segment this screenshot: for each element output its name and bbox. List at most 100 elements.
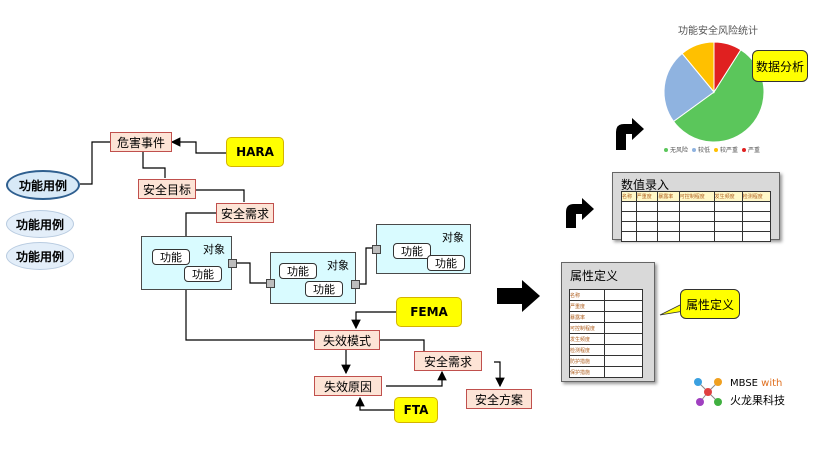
brand-logo-icon <box>694 378 722 406</box>
table-cell[interactable] <box>741 231 772 242</box>
data-analysis-callout: 数据分析 <box>752 50 808 82</box>
table-cell[interactable] <box>741 201 772 212</box>
table-cell[interactable] <box>657 201 680 212</box>
column-header: 发生频度 <box>713 191 743 202</box>
column-header: 名称 <box>621 191 637 202</box>
table-header-row: 名称严重度暴露率可控制程度发生频度检测程度 <box>621 191 772 202</box>
pie-slice-3 <box>713 41 742 94</box>
function-block[interactable]: 功能 <box>184 266 222 282</box>
table-cell[interactable] <box>657 221 680 232</box>
attribute-value-cell[interactable] <box>604 355 643 367</box>
function-block[interactable]: 功能 <box>279 263 317 279</box>
function-block[interactable]: 功能 <box>305 281 343 297</box>
object-block-1[interactable]: 对象 功能 功能 <box>141 236 237 290</box>
panel-title: 属性定义 <box>570 269 619 283</box>
table-cell[interactable] <box>635 201 659 212</box>
attribute-value-cell[interactable] <box>604 344 643 356</box>
attribute-value-cell[interactable] <box>604 300 643 312</box>
hara-tag[interactable]: HARA <box>226 137 284 167</box>
function-block[interactable]: 功能 <box>427 255 465 271</box>
table-cell[interactable] <box>713 221 743 232</box>
legend-swatch <box>692 148 697 152</box>
table-cell[interactable] <box>713 201 743 212</box>
legend-swatch <box>742 148 747 152</box>
use-case-oval-3[interactable]: 功能用例 <box>6 242 74 270</box>
object-title: 对象 <box>442 231 464 244</box>
port <box>351 280 360 289</box>
table-cell[interactable] <box>657 231 680 242</box>
table-cell[interactable] <box>621 201 637 212</box>
table-cell[interactable] <box>635 231 659 242</box>
port <box>228 259 237 268</box>
table-row <box>621 231 772 242</box>
pie-slice-1 <box>663 52 715 123</box>
table-cell[interactable] <box>621 211 637 222</box>
legend-label: 严重 <box>748 147 761 154</box>
attribute-value-cell[interactable] <box>604 311 643 323</box>
attribute-value-cell[interactable] <box>604 333 643 345</box>
safety-plan-box[interactable]: 安全方案 <box>466 389 532 409</box>
failure-mode-box[interactable]: 失效模式 <box>314 330 380 350</box>
table-row: 防护措施 <box>569 355 643 367</box>
table-cell[interactable] <box>621 231 637 242</box>
safety-goal-box[interactable]: 安全目标 <box>138 179 196 199</box>
brand-with: with <box>761 378 783 389</box>
pie-chart <box>663 41 765 143</box>
value-entry-panel[interactable]: 数值录入 名称严重度暴露率可控制程度发生频度检测程度 <box>612 172 780 242</box>
object-title: 对象 <box>327 259 349 272</box>
hazard-event-box[interactable]: 危害事件 <box>110 132 172 152</box>
table-cell[interactable] <box>678 221 715 232</box>
attribute-definition-panel[interactable]: 属性定义 名称严重度暴露率可控制程度发生频度检测程度防护措施保护措施 <box>561 262 655 382</box>
table-cell[interactable] <box>621 221 637 232</box>
brand-company: 火龙果科技 <box>730 394 785 407</box>
use-case-oval-2[interactable]: 功能用例 <box>6 210 74 238</box>
legend-label: 较严重 <box>720 147 739 154</box>
table-cell[interactable] <box>713 211 743 222</box>
table-row: 检测程度 <box>569 344 643 356</box>
function-block[interactable]: 功能 <box>393 243 431 259</box>
port <box>266 279 275 288</box>
safety-requirement-box-2[interactable]: 安全需求 <box>414 351 482 371</box>
table-cell[interactable] <box>678 231 715 242</box>
attribute-value-cell[interactable] <box>604 366 643 378</box>
function-block[interactable]: 功能 <box>152 249 190 265</box>
use-case-label: 功能用例 <box>15 217 64 232</box>
legend-label: 无风险 <box>670 147 689 154</box>
object-block-3[interactable]: 对象 功能 功能 <box>372 224 471 274</box>
brand-mbse: MBSE <box>730 378 758 389</box>
legend-item: 较严重 <box>714 145 738 154</box>
failure-cause-box[interactable]: 失效原因 <box>314 376 382 396</box>
column-header: 暴露率 <box>657 191 680 202</box>
attribute-name-cell: 严重度 <box>569 300 605 312</box>
table-cell[interactable] <box>635 221 659 232</box>
attribute-value-cell[interactable] <box>604 322 643 334</box>
attribute-value-cell[interactable] <box>604 289 643 301</box>
brand-name: MBSE with <box>730 378 782 389</box>
use-case-oval-1[interactable]: 功能用例 <box>6 170 80 200</box>
table-cell[interactable] <box>741 221 772 232</box>
legend-item: 无风险 <box>664 145 688 154</box>
attribute-name-cell: 防护措施 <box>569 355 605 367</box>
fta-tag[interactable]: FTA <box>394 397 438 423</box>
legend-swatch <box>664 148 668 152</box>
table-row: 发生频度 <box>569 333 643 345</box>
table-row: 严重度 <box>569 300 643 312</box>
table-cell[interactable] <box>657 211 680 222</box>
table-cell[interactable] <box>713 231 743 242</box>
pie-legend: 无风险 较低 较严重 严重 <box>664 145 774 154</box>
attribute-table: 名称严重度暴露率可控制程度发生频度检测程度防护措施保护措施 <box>569 289 643 378</box>
table-cell[interactable] <box>635 211 659 222</box>
attribute-name-cell: 名称 <box>569 289 605 301</box>
table-cell[interactable] <box>678 201 715 212</box>
legend-label: 较低 <box>698 147 711 154</box>
object-block-2[interactable]: 对象 功能 功能 <box>266 252 360 304</box>
safety-requirement-box[interactable]: 安全需求 <box>216 203 274 223</box>
fema-tag[interactable]: FEMA <box>396 297 462 327</box>
table-cell[interactable] <box>741 211 772 222</box>
legend-item: 严重 <box>742 145 760 154</box>
column-header: 可控制程度 <box>678 191 715 202</box>
pie-chart-title: 功能安全风险统计 <box>678 26 758 37</box>
table-row <box>621 221 772 232</box>
table-cell[interactable] <box>678 211 715 222</box>
use-case-label: 功能用例 <box>15 249 64 264</box>
